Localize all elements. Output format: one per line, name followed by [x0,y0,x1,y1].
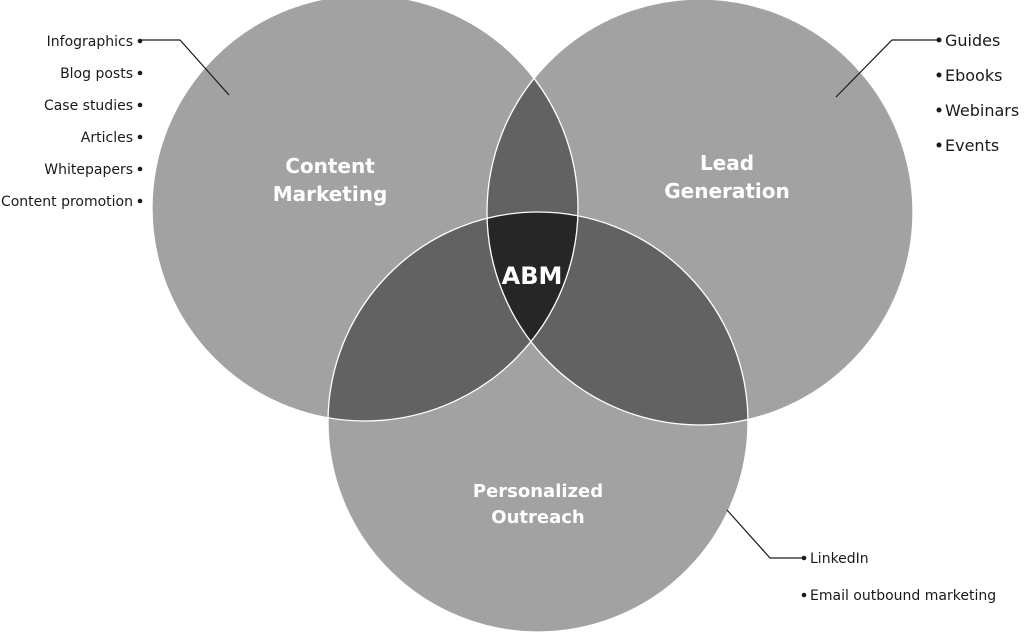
personalized-outreach-label-2: Outreach [491,507,584,528]
lead-generation-label-2: Generation [664,179,790,203]
bullet-icon [137,102,143,108]
content-marketing-connector [140,39,230,96]
list-item: Case studies [44,98,133,114]
bullet-icon [801,592,807,598]
list-item: Infographics [47,34,133,50]
bullet-icon [801,555,807,561]
list-item: Whitepapers [44,162,133,178]
list-item: Events [945,136,999,155]
bullet-icon [936,142,942,148]
personalized-outreach-list: LinkedIn Email outbound marketing [801,551,996,604]
bullet-icon [137,134,143,140]
list-item: Email outbound marketing [810,588,996,604]
list-item: Ebooks [945,66,1002,85]
bullet-icon [936,72,942,78]
content-marketing-label-1: Content [285,154,375,178]
lead-generation-connector [835,39,938,98]
bullet-icon [137,198,143,204]
list-item: Articles [81,130,133,146]
bullet-icon [137,38,143,44]
personalized-outreach-connector [726,509,803,559]
lead-generation-outline [486,0,914,426]
list-item: LinkedIn [810,551,869,567]
list-item: Webinars [945,101,1019,120]
personalized-outreach-label-1: Personalized [473,481,603,502]
bullet-icon [936,107,942,113]
list-item: Content promotion [1,194,133,210]
content-marketing-label-2: Marketing [273,182,388,206]
personalized-outreach-outline [327,211,749,632]
abm-label: ABM [502,262,563,290]
bullet-icon [137,70,143,76]
content-marketing-list: Infographics Blog posts Case studies Art… [1,34,143,210]
overlap-content-outreach [328,212,578,421]
list-item: Blog posts [60,66,133,82]
bullet-icon [936,37,942,43]
bullet-icon [137,166,143,172]
lead-generation-label-1: Lead [700,151,754,175]
list-item: Guides [945,31,1000,50]
content-marketing-outline [151,0,579,422]
lead-generation-list: Guides Ebooks Webinars Events [936,31,1019,155]
